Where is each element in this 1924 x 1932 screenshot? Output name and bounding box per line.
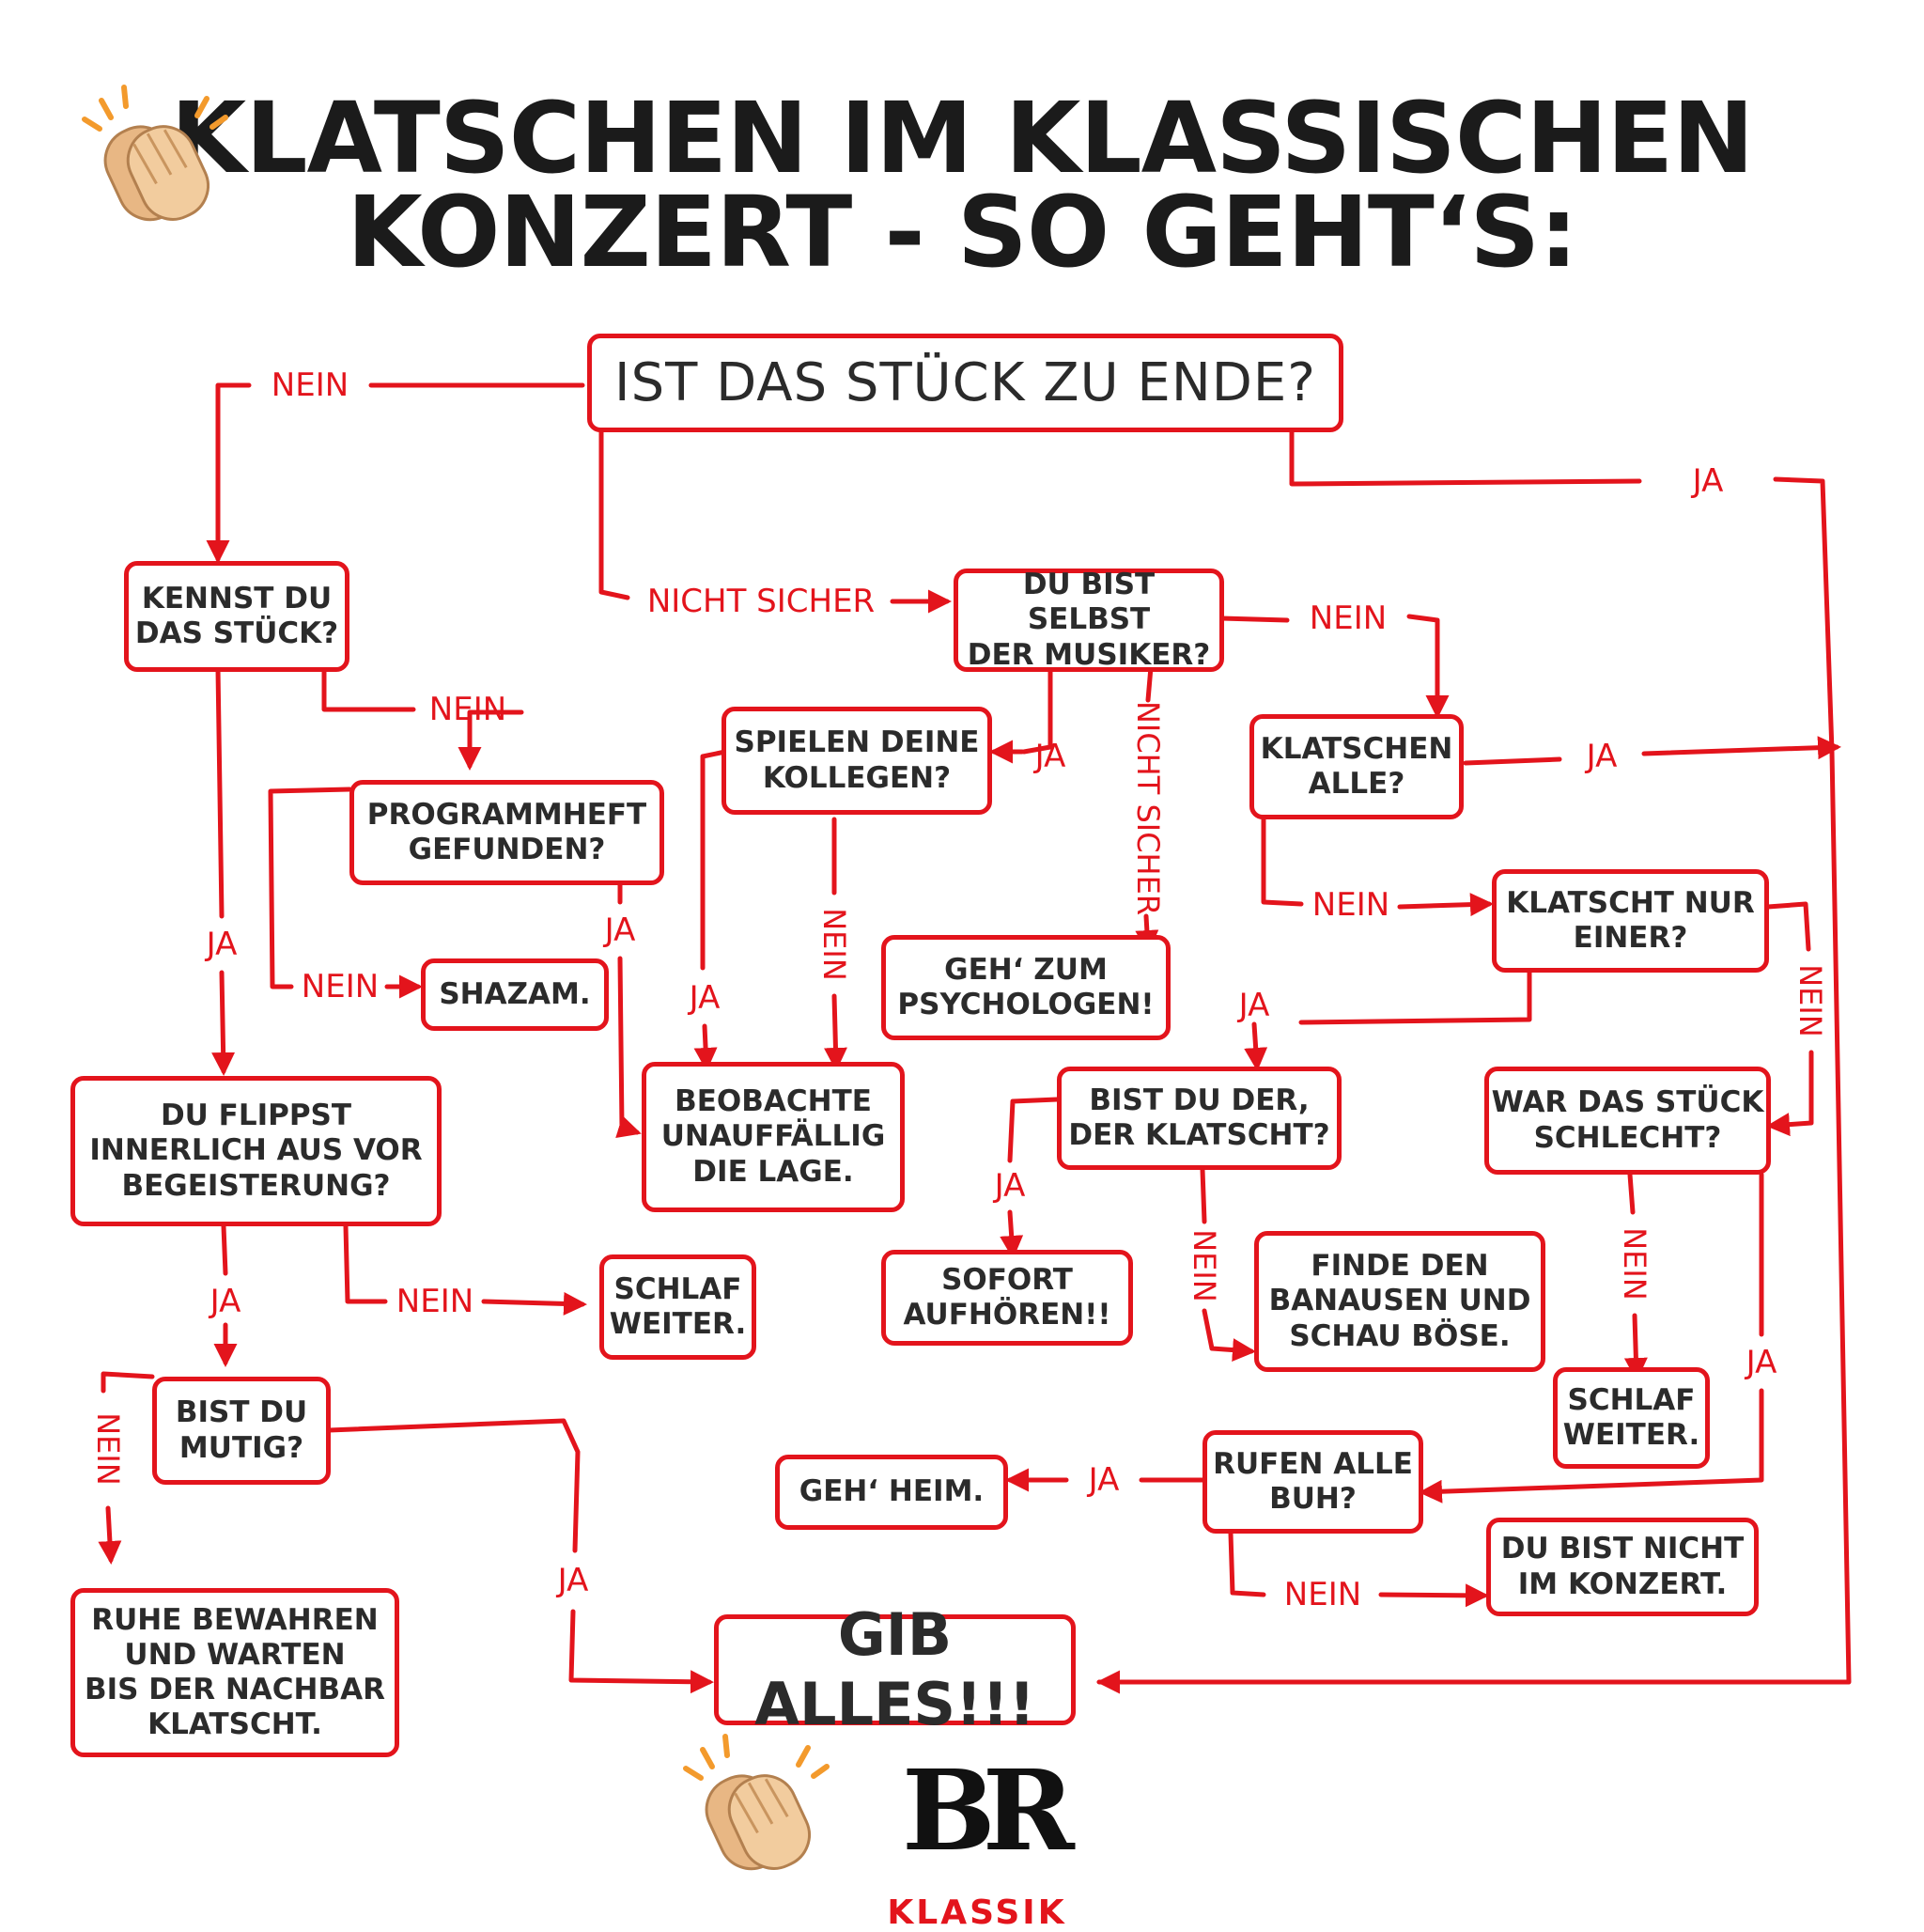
connector-mutig-ruhe [101,1371,155,1394]
label-nein-schlecht: NEIN [1617,1227,1652,1301]
connector-kennst-programm [321,664,416,712]
connector-schlecht-schlaf [1627,1172,1636,1215]
label-ja-start: JA [1692,462,1724,500]
label-nein-kennst: NEIN [428,691,507,728]
connector-nureiner-schlecht-2 [1766,1050,1814,1137]
node-selbst-musiker: DU BIST SELBST DER MUSIKER? [954,568,1224,672]
label-nein-bist-der: NEIN [1187,1229,1222,1302]
label-ja-kennst: JA [206,926,238,963]
label-ja-flippst: JA [209,1283,241,1320]
connector-bistder-aufhoeren [1007,1097,1060,1163]
label-nein-mutig: NEIN [90,1412,126,1486]
connector-buh-nichtkonzert [1228,1531,1266,1597]
label-ja-musiker: JA [1034,738,1066,775]
node-finde-den-banausen: FINDE DEN BANAUSEN UND SCHAU BÖSE. [1254,1231,1545,1372]
label-nicht-sicher-start: NICHT SICHER [646,583,876,620]
label-ja-buh: JA [1088,1461,1120,1499]
connector-flippst-mutig [221,1223,228,1276]
connector-kennst-programm-2 [458,709,524,771]
node-bist-du-der-der-klatscht: BIST DU DER, DER KLATSCHT? [1057,1067,1342,1170]
br-klassik-label: KLASSIK [887,1893,1067,1932]
node-sofort-aufhoeren: SOFORT AUFHÖREN!! [881,1250,1133,1346]
connector-musiker-klatschen [1218,615,1290,623]
node-klatscht-nur-einer: KLATSCHT NUR EINER? [1492,869,1769,973]
connector-bistder-aufhoeren-2 [1000,1209,1024,1259]
node-rufen-alle-buh: RUFEN ALLE BUH? [1202,1430,1423,1534]
connector-klatschen-nureiner-2 [1397,893,1494,917]
connector-bistder-banausen-2 [1202,1308,1256,1363]
label-nein-musiker: NEIN [1309,600,1388,637]
label-nicht-sicher-musiker: NICHT SICHER [1130,700,1166,916]
connector-nureiner-bistder-2 [1244,1021,1268,1071]
connector-flippst-schlaf [343,1223,388,1304]
connector-start-musiker [598,425,630,600]
connector-musiker-kollegen [1021,664,1053,755]
node-geh-zum-psychologen: GEH‘ ZUM PSYCHOLOGEN! [881,935,1171,1040]
connector-mutig-gib [326,1418,581,1553]
title-line-2: KONZERT - SO GEHT‘S: [347,175,1578,289]
connector-bistder-banausen [1200,1167,1207,1224]
node-beobachte-die-lage: BEOBACHTE UNAUFFÄLLIG DIE LAGE. [642,1062,905,1212]
node-programmheft-gefunden: PROGRAMMHEFT GEFUNDEN? [349,780,664,885]
connector-kennst-flippst-2 [211,970,236,1076]
connector-start-kennst-2 [206,382,252,564]
label-nein-programm: NEIN [301,968,380,1005]
node-war-das-stueck-schlecht: WAR DAS STÜCK SCHLECHT? [1484,1067,1771,1175]
label-ja-programm: JA [604,911,636,949]
node-stueck-zu-ende: IST DAS STÜCK ZU ENDE? [587,334,1343,432]
label-ja-klatschen-alle: JA [1586,738,1618,775]
label-ja-kollegen: JA [689,979,721,1017]
connector-start-rail [1289,425,1642,487]
connector-flippst-schlaf-2 [481,1291,587,1316]
connector-programm-shazam [268,787,352,989]
label-nein-buh: NEIN [1283,1576,1362,1613]
label-nein-flippst: NEIN [396,1283,474,1320]
connector-nureiner-bistder [1298,967,1532,1025]
label-nein-klatschen-alle: NEIN [1311,886,1390,924]
connector-mutig-ruhe-2 [98,1505,122,1565]
node-spielen-deine-kollegen: SPIELEN DEINE KOLLEGEN? [722,707,992,815]
node-ruhe-bewahren: RUHE BEWAHREN UND WARTEN BIS DER NACHBAR… [70,1588,399,1757]
connector-klatschen-rail [1463,756,1562,766]
clapping-hands-icon [683,1734,830,1871]
label-nein-kollegen: NEIN [816,908,852,981]
connector-kollegen-beobachte-ja-2 [693,1023,718,1071]
node-geh-heim: GEH‘ HEIM. [775,1455,1008,1530]
br-logo: BR [902,1745,1075,1876]
connector-kollegen-beobachte-nein-2 [823,993,847,1071]
connector-schlecht-buh-2 [1419,1388,1764,1504]
connector-programm-beobachte-2 [615,956,642,1138]
label-ja-nur-einer: JA [1238,987,1270,1024]
label-nein-nur-einer: NEIN [1792,964,1828,1037]
node-schlaf-weiter-2: SCHLAF WEITER. [1553,1367,1710,1469]
connector-schlecht-schlaf-2 [1623,1313,1648,1381]
label-ja-bist-der: JA [994,1167,1026,1205]
label-nein-start: NEIN [271,366,349,404]
node-du-flippst: DU FLIPPST INNERLICH AUS VOR BEGEISTERUN… [70,1076,442,1226]
title-line-1: KLATSCHEN IM KLASSISCHEN [170,81,1755,195]
connector-musiker-psychologen [1145,664,1154,703]
node-klatschen-alle: KLATSCHEN ALLE? [1249,714,1464,819]
clapping-hands-icon [82,85,228,222]
connector-klatschen-rail-2 [1641,736,1841,760]
node-nicht-im-konzert: DU BIST NICHT IM KONZERT. [1486,1518,1759,1616]
connector-buh-nichtkonzert-2 [1378,1583,1489,1608]
node-kennst-du-das-stueck: KENNST DU DAS STÜCK? [124,561,349,672]
connector-kollegen-beobachte-ja [700,749,728,971]
node-shazam: SHAZAM. [421,958,609,1031]
label-ja-schlecht: JA [1746,1344,1777,1381]
node-gib-alles: GIB ALLES!!! [714,1600,1076,1738]
connector-klatschen-nureiner [1261,791,1304,907]
node-schlaf-weiter-1: SCHLAF WEITER. [599,1254,756,1360]
connector-kennst-flippst [215,666,225,919]
connector-musiker-klatschen-2 [1406,614,1450,719]
node-bist-du-mutig: BIST DU MUTIG? [152,1377,331,1485]
label-ja-mutig: JA [557,1562,589,1599]
connector-mutig-gib-2 [568,1609,714,1694]
connector-nureiner-schlecht [1765,901,1811,952]
